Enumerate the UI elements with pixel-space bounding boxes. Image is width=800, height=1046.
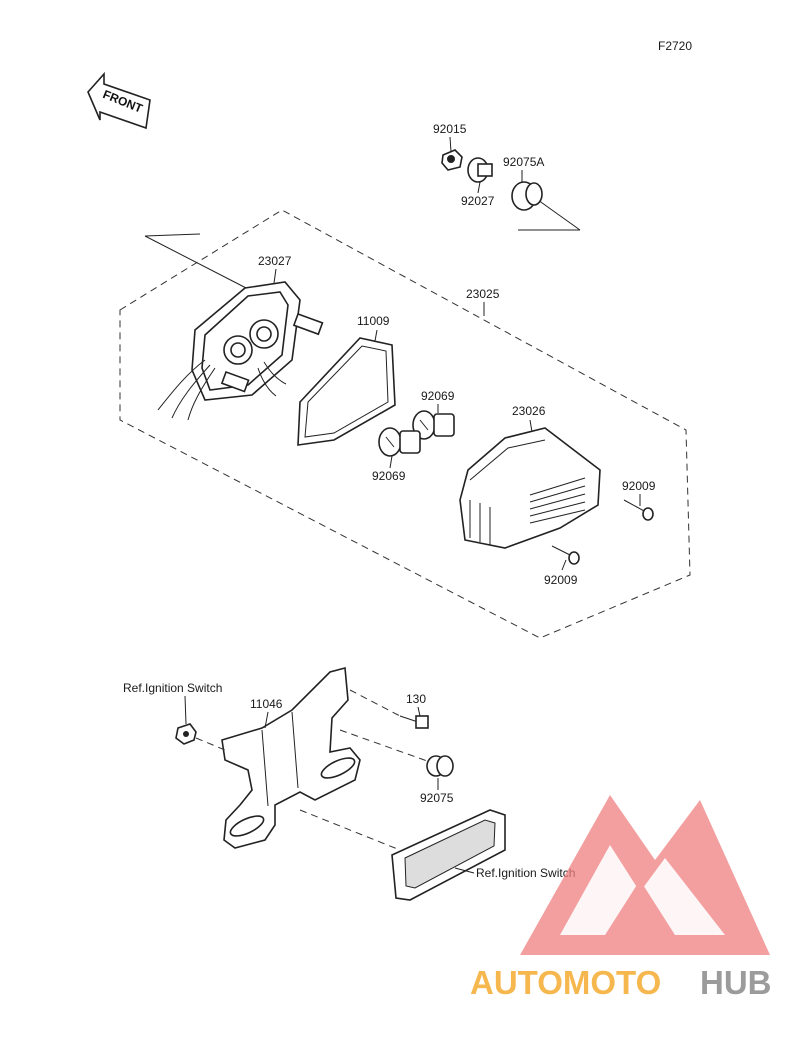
callout-23027: 23027 [258, 254, 292, 268]
callout-11046: 11046 [250, 697, 283, 711]
leader-line [184, 695, 187, 725]
ref-ignition-switch-bottom: Ref.Ignition Switch [476, 866, 575, 880]
leader-line [529, 419, 533, 433]
leader-line [454, 867, 475, 874]
grommet-92075A [511, 181, 543, 211]
figure-code: F2720 [658, 39, 692, 53]
assembly-boundary [119, 209, 691, 639]
leader-line [339, 729, 431, 763]
leader-line [349, 689, 401, 717]
callout-92009-right: 92009 [622, 479, 656, 493]
bracket-11046 [221, 666, 361, 849]
leader-line [374, 329, 378, 342]
watermark-text-2: HUB [700, 964, 772, 1001]
leader-line [449, 136, 452, 153]
grommet-92075 [426, 755, 454, 777]
leader-line [195, 737, 226, 751]
screw-92009-right [623, 499, 654, 521]
callout-92075: 92075 [420, 791, 454, 805]
bolt-130 [399, 715, 429, 729]
callout-92015: 92015 [433, 122, 467, 136]
collar-92027 [467, 157, 493, 183]
nut-left [175, 723, 197, 745]
bulb-92069-bottom [378, 427, 421, 457]
callout-23026: 23026 [512, 404, 546, 418]
watermark-logo [520, 795, 770, 955]
lens-23026 [459, 427, 601, 549]
gasket-11009 [297, 337, 396, 446]
leader-line [561, 559, 567, 571]
leader-line [417, 706, 421, 717]
leader-line [144, 233, 201, 237]
leader-line [537, 199, 581, 231]
reflector [391, 809, 506, 901]
leader-line [144, 235, 251, 291]
callout-92009-bottom: 92009 [544, 573, 578, 587]
watermark-text-1: AUTOMOTO [470, 964, 661, 1001]
leader-line [477, 181, 481, 194]
callout-11009: 11009 [357, 314, 390, 328]
callout-130: 130 [406, 692, 426, 706]
callout-92027: 92027 [461, 194, 495, 208]
callout-92075A: 92075A [503, 155, 544, 169]
callout-92069-bottom: 92069 [372, 469, 406, 483]
callout-23025: 23025 [466, 287, 500, 301]
leader-line [264, 711, 269, 729]
nut-92015 [441, 149, 463, 171]
ref-ignition-switch-left: Ref.Ignition Switch [123, 681, 222, 695]
callout-92069-top: 92069 [421, 389, 455, 403]
leader-line [299, 809, 401, 851]
tail-light-base-23027 [157, 281, 324, 421]
leader-line [389, 455, 393, 469]
front-arrow-icon: FRONT [87, 71, 151, 130]
leader-line [273, 268, 277, 284]
screw-92009-bottom [551, 545, 580, 565]
